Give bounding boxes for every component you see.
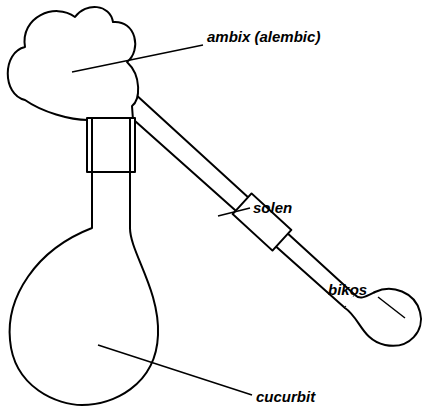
neck-joint: [87, 118, 135, 172]
leader-line: [378, 297, 405, 318]
leader-line: [218, 208, 250, 216]
solen-joint: [233, 193, 292, 250]
cucurbit-flask: [10, 165, 158, 405]
ambix-head: [8, 7, 138, 120]
part-name: cucurbit: [256, 389, 315, 406]
bikos-joint-cover: [346, 297, 354, 306]
solen-tube: [123, 96, 355, 308]
part-name: solen: [253, 200, 292, 217]
neck-joint-edge: [129, 118, 131, 172]
leader-line: [72, 45, 203, 72]
neck-joint-edge: [91, 118, 93, 172]
part-name: ambix (alembic): [207, 29, 320, 46]
leader-line: [98, 345, 252, 395]
part-name: bikos: [328, 282, 367, 299]
